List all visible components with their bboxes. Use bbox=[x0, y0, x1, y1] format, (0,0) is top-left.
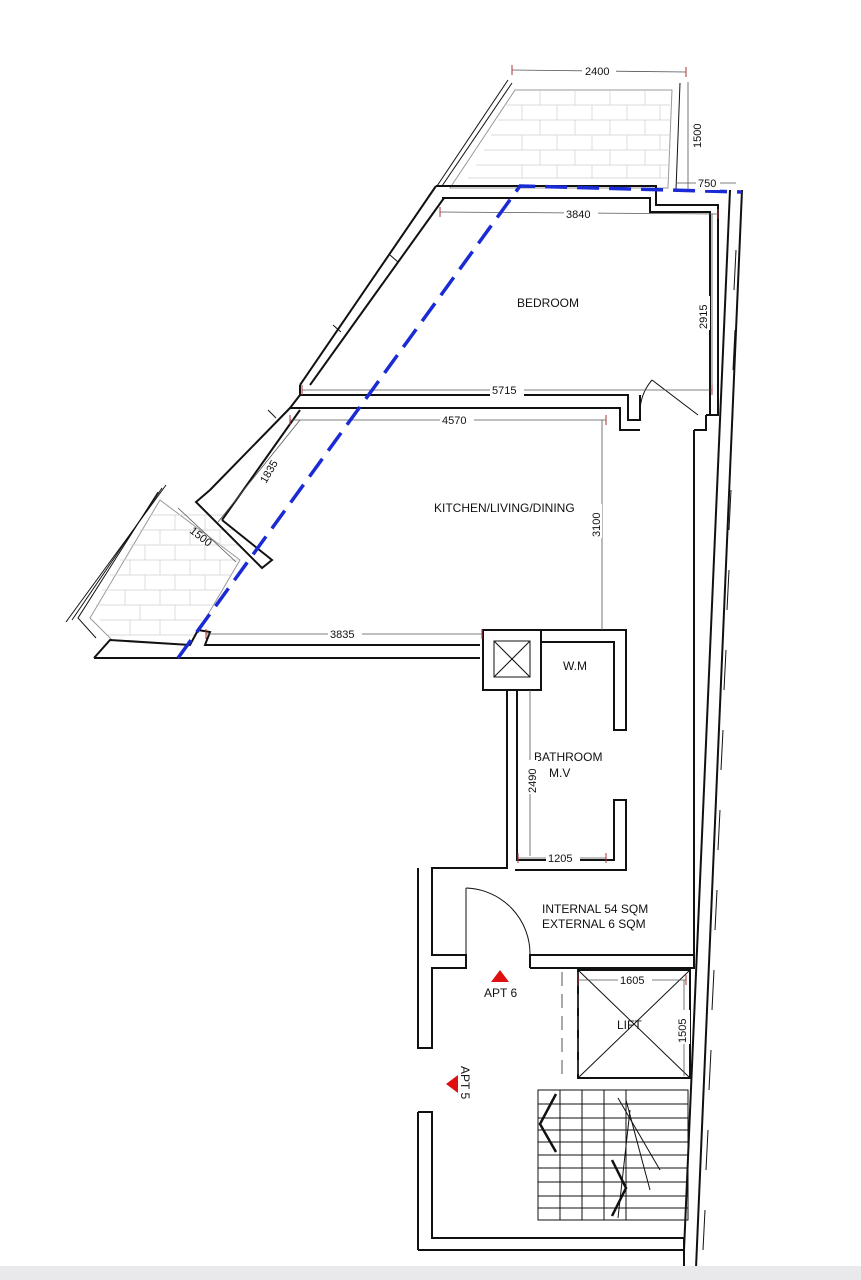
outer-wall-dashes bbox=[702, 249, 737, 1251]
bedroom-door bbox=[639, 379, 699, 416]
dim-4570: 4570 bbox=[442, 415, 466, 427]
wm-label: W.M bbox=[563, 659, 587, 673]
apt5-label: APT 5 bbox=[458, 1066, 472, 1099]
dim-750: 750 bbox=[698, 178, 716, 190]
dim-1505: 1505 bbox=[677, 1019, 689, 1043]
dim-1835: 1835 bbox=[258, 458, 281, 485]
bedroom-label: BEDROOM bbox=[517, 296, 579, 310]
dim-1205: 1205 bbox=[548, 853, 572, 865]
exterior-walls bbox=[93, 185, 743, 1269]
apt6-label: APT 6 bbox=[484, 986, 517, 1000]
dimension-labels: 2400 1500 750 3840 2915 5715 4570 1835 1… bbox=[187, 64, 720, 1044]
dim-3835: 3835 bbox=[330, 629, 354, 641]
bathroom-label: BATHROOM bbox=[534, 750, 602, 764]
kitchen-label: KITCHEN/LIVING/DINING bbox=[434, 501, 575, 515]
external-area-label: EXTERNAL 6 SQM bbox=[542, 917, 646, 931]
lift-label: LIFT bbox=[617, 1018, 642, 1032]
left-balcony bbox=[65, 484, 241, 646]
site-boundary-line bbox=[176, 184, 743, 660]
dimension-lines bbox=[177, 65, 736, 1076]
dim-1500-top: 1500 bbox=[692, 124, 704, 148]
entry-door bbox=[465, 887, 531, 956]
dim-5715: 5715 bbox=[492, 385, 516, 397]
dim-2915: 2915 bbox=[698, 305, 710, 329]
dim-2400: 2400 bbox=[585, 66, 609, 78]
mv-label: M.V bbox=[549, 766, 570, 780]
dim-2490: 2490 bbox=[527, 769, 539, 793]
apt6-marker bbox=[491, 970, 509, 982]
top-balcony bbox=[436, 79, 681, 191]
dim-3100: 3100 bbox=[591, 513, 603, 537]
apt5-marker bbox=[446, 1075, 458, 1093]
bottom-bar bbox=[0, 1266, 861, 1280]
stairs bbox=[537, 1089, 689, 1221]
dim-3840: 3840 bbox=[566, 209, 590, 221]
internal-area-label: INTERNAL 54 SQM bbox=[542, 902, 648, 916]
dim-1605: 1605 bbox=[620, 975, 644, 987]
